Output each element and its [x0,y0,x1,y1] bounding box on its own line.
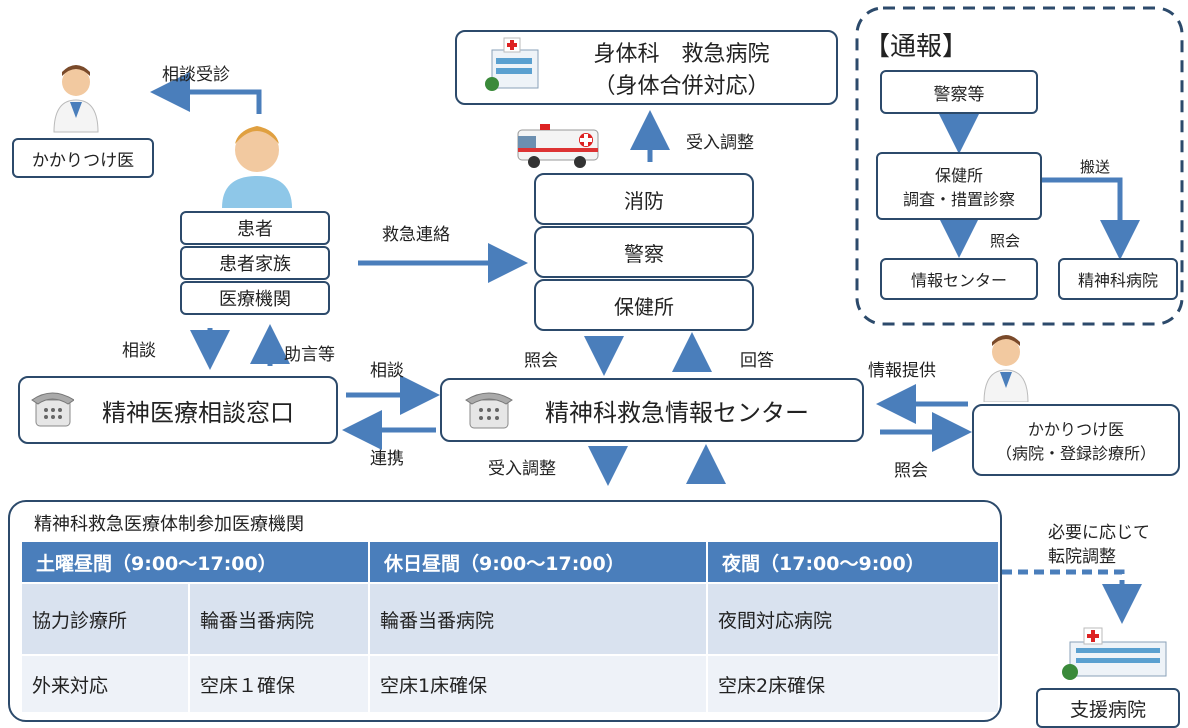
family-doctor-left-box: かかりつけ医 [12,138,154,178]
report-health-center-box: 保健所 調査・措置診察 [876,152,1042,220]
medical-institution-label: 医療機関 [219,289,291,310]
cell-bed-night: 空床2床確保 [708,656,998,712]
phone-icon-left [31,392,74,427]
cooperation-label: 連携 [370,449,404,469]
transfer-note-line2: 転院調整 [1048,547,1116,567]
cell-clinic: 協力診療所 [22,584,188,654]
police-box: 警察 [534,226,754,278]
fire-dept-box: 消防 [534,173,754,225]
police-etc-box: 警察等 [880,70,1038,114]
medical-institution-box: 医療機関 [180,281,330,315]
patient-box: 患者 [180,211,330,245]
family-doctor-right-label: かかりつけ医 [1027,420,1125,439]
consult-visit-label: 相談受診 [162,65,230,85]
patient-icon [222,126,292,208]
report-info-center-label: 情報センター [910,271,1007,290]
emergency-hospital-title: 身体科 救急病院 [593,41,770,67]
inquiry-label: 照会 [524,351,558,371]
mental-consult-window-box: 精神医療相談窓口 [18,376,338,444]
police-label: 警察 [624,241,664,266]
header-night: 夜間（17:00～9:00） [708,542,998,582]
info-center-main-box: 精神科救急情報センター [440,378,864,442]
health-center-label: 保健所 [614,294,674,319]
support-hospital-label: 支援病院 [1069,698,1146,721]
support-hospital-box: 支援病院 [1036,688,1180,728]
cell-bed-sat: 空床１確保 [190,656,368,712]
info-provide-label: 情報提供 [868,361,936,381]
cell-bed-holiday: 空床1床確保 [370,656,706,712]
consult-label: 相談 [122,341,156,361]
transport-label: 搬送 [1080,158,1111,176]
system-title: 精神科救急医療体制参加医療機関 [34,514,304,535]
psych-hospital-label: 精神科病院 [1077,271,1158,290]
doctor-icon-left [53,65,99,133]
transfer-arrow [1002,569,1142,624]
report-survey-label: 調査・措置診察 [902,190,1015,209]
cell-night-hospital: 夜間対応病院 [708,584,998,654]
report-info-center-box: 情報センター [880,258,1038,300]
inquiry-right-label: 照会 [894,461,928,481]
accept-adjust-bottom-label: 受入調整 [488,459,556,479]
report-frame [855,6,1184,326]
info-center-main-label: 精神科救急情報センター [545,398,809,427]
cell-rotation-hospital-sat: 輪番当番病院 [190,584,368,654]
emergency-hospital-box: 身体科 救急病院 （身体合併対応） [455,30,838,105]
cell-rotation-hospital-holiday: 輪番当番病院 [370,584,706,654]
mental-consult-window-label: 精神医療相談窓口 [102,398,294,427]
accept-adjust-top-label: 受入調整 [686,133,754,153]
hospital-icon-right [1062,627,1167,680]
report-health-center-label: 保健所 [934,166,983,185]
emergency-hospital-subtitle: （身体合併対応） [593,73,770,99]
patient-family-label: 患者家族 [219,254,291,275]
doctor-icon-right [983,335,1029,402]
fire-dept-label: 消防 [624,188,664,213]
cell-outpatient: 外来対応 [22,656,188,712]
advice-label: 助言等 [284,345,335,365]
hospital-icon [485,37,539,91]
reply-label: 回答 [740,351,774,371]
header-saturday: 土曜昼間（9:00～17:00） [22,542,368,582]
ambulance-icon [517,124,599,168]
report-inquiry-label: 照会 [990,232,1021,250]
family-doctor-right-box: かかりつけ医 （病院・登録診療所） [972,404,1180,476]
emergency-contact-label: 救急連絡 [382,225,450,245]
family-doctor-left-label: かかりつけ医 [31,150,135,171]
patient-family-box: 患者家族 [180,246,330,280]
consult-to-center-label: 相談 [370,361,404,381]
report-title: 【通報】 [864,32,969,62]
header-holiday: 休日昼間（9:00～17:00） [370,542,706,582]
health-center-box: 保健所 [534,279,754,331]
family-doctor-right-sublabel: （病院・登録診療所） [995,444,1156,463]
police-etc-label: 警察等 [933,84,985,105]
transfer-note-line1: 必要に応じて [1048,523,1150,543]
patient-label: 患者 [237,219,273,240]
phone-icon-center [465,392,513,429]
psych-hospital-box: 精神科病院 [1058,258,1178,300]
